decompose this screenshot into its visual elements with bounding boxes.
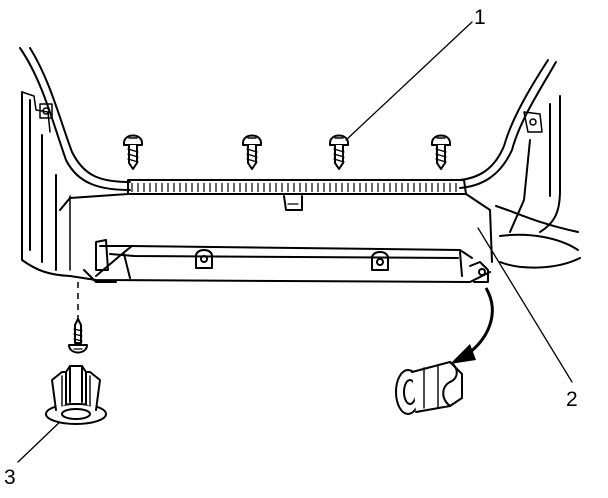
sill-plate-top-strip	[127, 179, 467, 195]
retainer-screw	[68, 318, 88, 354]
sill-plate	[59, 179, 493, 283]
sill-screw	[431, 134, 451, 170]
right-door-frame	[459, 59, 581, 269]
callout-number-1: 1	[474, 6, 486, 29]
sill-plate-serrations	[131, 183, 457, 192]
callout-number-2: 2	[566, 388, 578, 411]
leader-line-1	[345, 21, 473, 141]
leader-line-2	[477, 227, 573, 383]
callout-number-3: 3	[4, 466, 16, 489]
removed-retainer-clip	[395, 361, 463, 415]
leader-line-3	[17, 417, 65, 463]
sill-plate-face	[59, 193, 493, 283]
sill-screw	[242, 134, 262, 170]
left-door-frame	[19, 47, 131, 277]
removal-arrow	[450, 287, 494, 364]
push-retainer-clip	[45, 365, 107, 425]
sill-screw	[329, 134, 349, 170]
sill-screw	[123, 134, 143, 170]
